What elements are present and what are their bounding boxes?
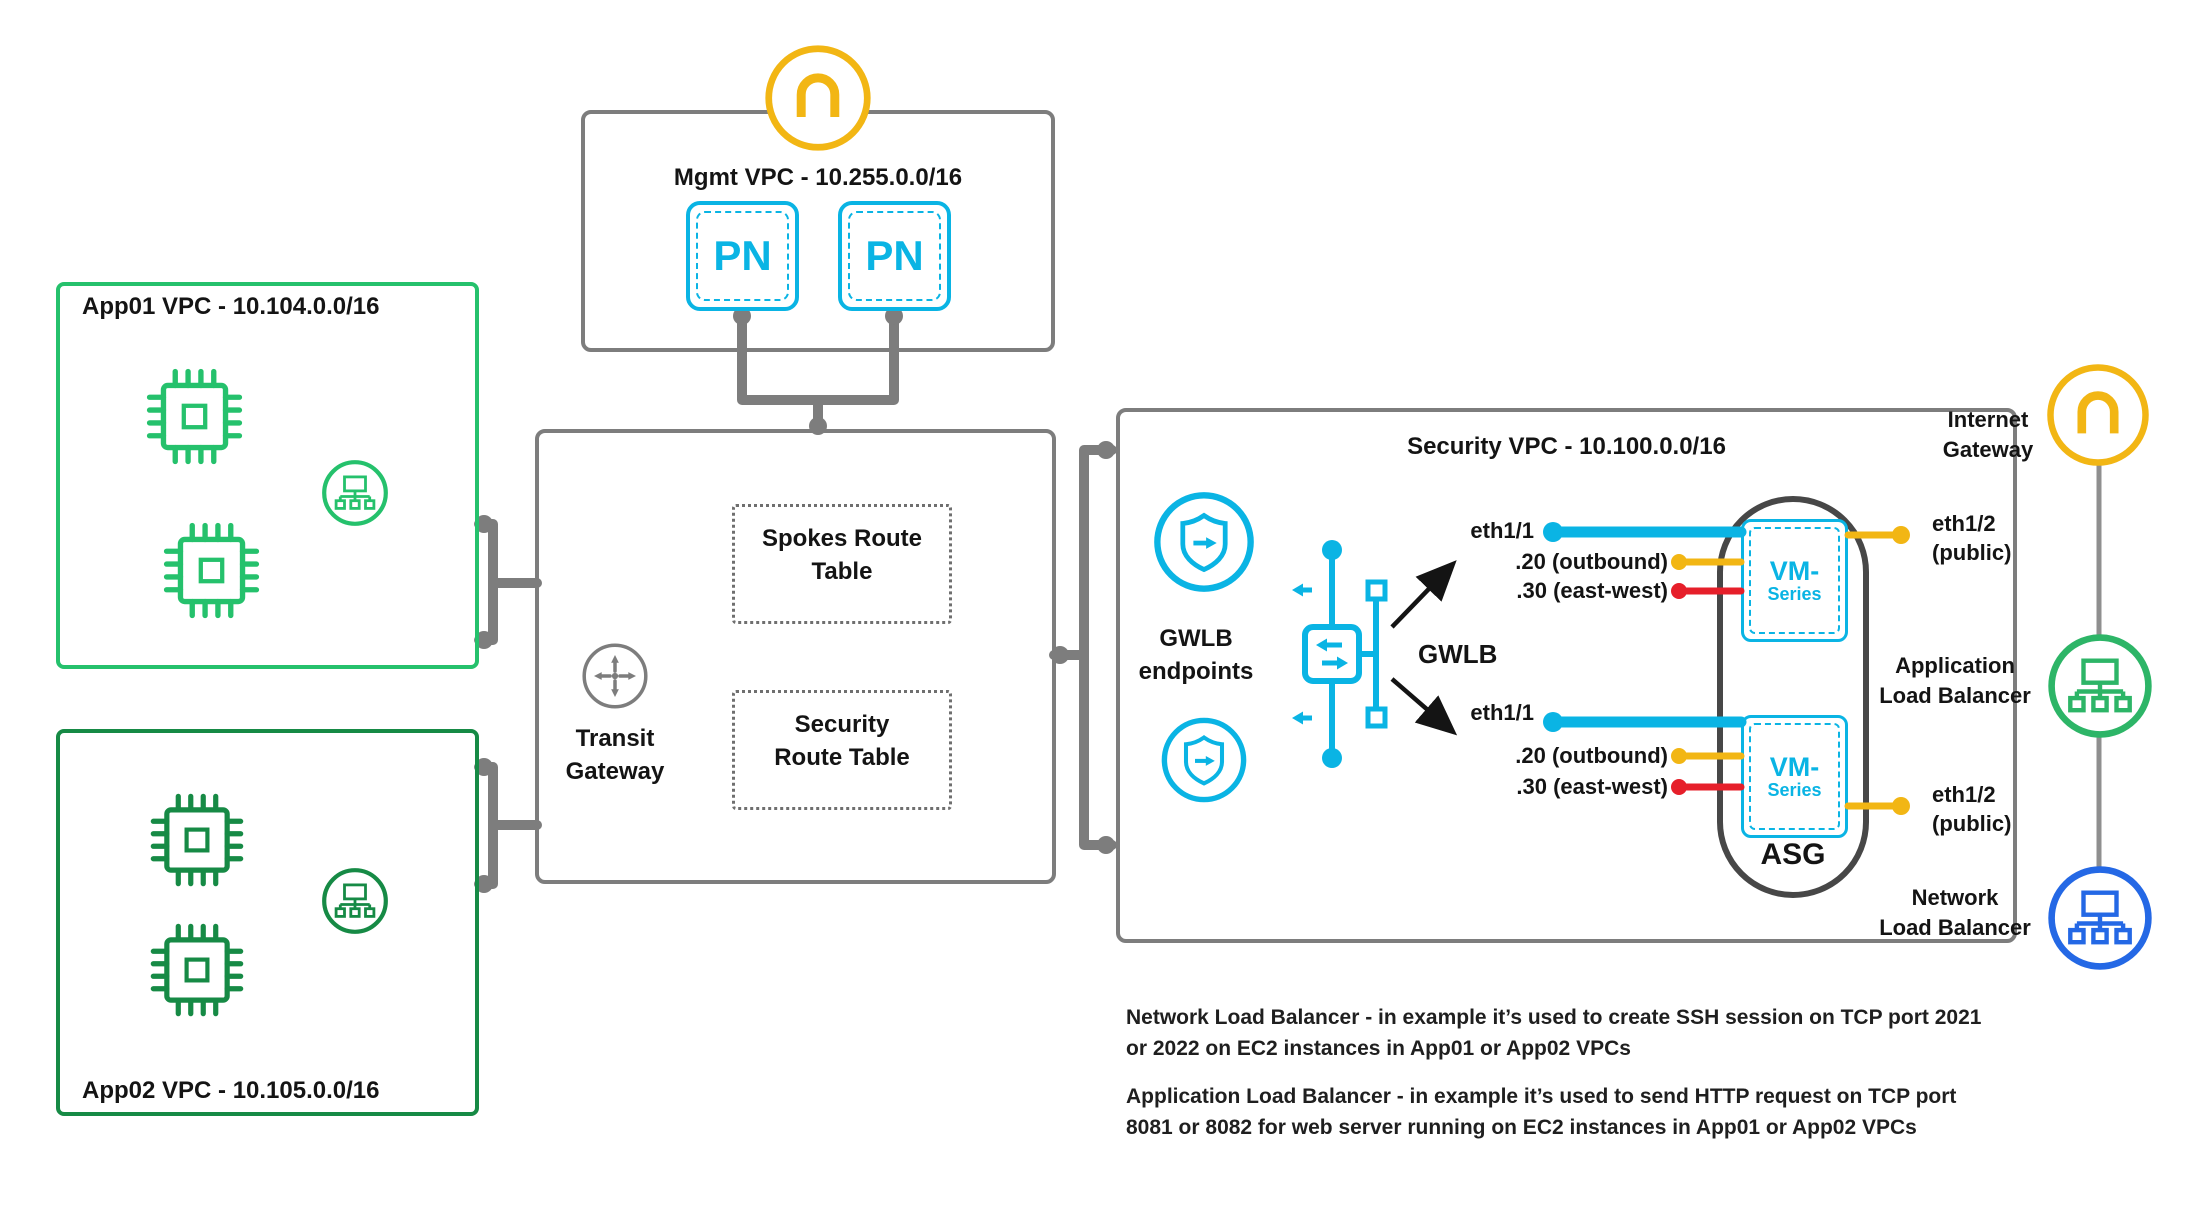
- mgmt-gateway-icon: [762, 42, 874, 154]
- vm-series-label-line1: VM-: [1769, 751, 1820, 782]
- pn-label: PN: [713, 232, 772, 279]
- note-network-load-balancer: Network Load Balancer - in example it’s …: [1126, 1006, 1982, 1060]
- vm-series-box-2: VM- Series: [1741, 715, 1848, 838]
- application-load-balancer-label: Application Load Balancer: [1879, 653, 2031, 708]
- cpu-chip-icon: [141, 363, 248, 470]
- fw1-outbound-label: .20 (outbound): [1515, 549, 1668, 574]
- asg-group-box: [1717, 496, 1869, 898]
- cpu-chip-icon: [145, 788, 249, 892]
- app02-vpc-box: [56, 729, 479, 1116]
- network-load-balancer-label: Network Load Balancer: [1879, 885, 2031, 940]
- fw2-outbound-label: .20 (outbound): [1515, 743, 1668, 768]
- vm-series-label-line2: Series: [1767, 584, 1822, 605]
- gwlb-endpoint-shield-icon: [1151, 489, 1257, 595]
- cpu-chip-icon: [158, 517, 265, 624]
- security-route-table-label: Security Route Table: [774, 711, 910, 771]
- security-route-table-box: [732, 690, 952, 810]
- gwlb-endpoint-shield-icon: [1159, 715, 1249, 805]
- security-vpc-title: Security VPC - 10.100.0.0/16: [1407, 433, 1726, 460]
- internet-gateway-icon: [2044, 361, 2152, 469]
- fw1-eastwest-label: .30 (east-west): [1516, 578, 1668, 603]
- spokes-route-table-label: Spokes Route Table: [761, 525, 923, 585]
- asg-label: ASG: [1760, 838, 1826, 871]
- pn-inner-border: PN: [696, 211, 789, 301]
- pn-box-1: PN: [686, 201, 799, 311]
- pn-inner-border: PN: [848, 211, 941, 301]
- fw2-eth12-label: eth1/2 (public): [1932, 782, 2012, 836]
- security-vpc-box: [1116, 408, 2017, 943]
- vm-inner-border: VM- Series: [1749, 527, 1840, 634]
- transit-gateway-label: Transit Gateway: [565, 725, 665, 785]
- app02-network-icon: [320, 866, 390, 936]
- note-application-load-balancer: Application Load Balancer - in example i…: [1126, 1085, 1957, 1139]
- fw2-eastwest-label: .30 (east-west): [1516, 774, 1668, 799]
- network-load-balancer-icon: [2045, 863, 2155, 973]
- app01-vpc-title: App01 VPC - 10.104.0.0/16: [82, 293, 380, 320]
- transit-gateway-box: [535, 429, 1056, 884]
- application-load-balancer-icon: [2045, 631, 2155, 741]
- vm-series-box-1: VM- Series: [1741, 519, 1848, 642]
- gwlb-label: GWLB: [1418, 639, 1498, 669]
- fw1-eth12-label: eth1/2 (public): [1932, 511, 2012, 565]
- vm-inner-border: VM- Series: [1749, 723, 1840, 830]
- gwlb-endpoints-label: GWLB endpoints: [1138, 625, 1254, 685]
- pn-box-2: PN: [838, 201, 951, 311]
- cpu-chip-icon: [145, 918, 249, 1022]
- spokes-route-table-box: [732, 504, 952, 624]
- pn-label: PN: [865, 232, 924, 279]
- app02-vpc-title: App02 VPC - 10.105.0.0/16: [82, 1077, 380, 1104]
- vm-series-label-line2: Series: [1767, 780, 1822, 801]
- vm-series-label-line1: VM-: [1769, 555, 1820, 586]
- transit-gateway-icon: [580, 641, 650, 711]
- fw2-eth11-label: eth1/1: [1470, 700, 1534, 725]
- fw1-eth11-label: eth1/1: [1470, 518, 1534, 543]
- internet-gateway-label: Internet Gateway: [1942, 407, 2034, 462]
- app01-network-icon: [320, 458, 390, 528]
- app01-vpc-box: [56, 282, 479, 669]
- gateway-load-balancer-icon: [1272, 528, 1392, 780]
- mgmt-vpc-title: Mgmt VPC - 10.255.0.0/16: [673, 164, 963, 191]
